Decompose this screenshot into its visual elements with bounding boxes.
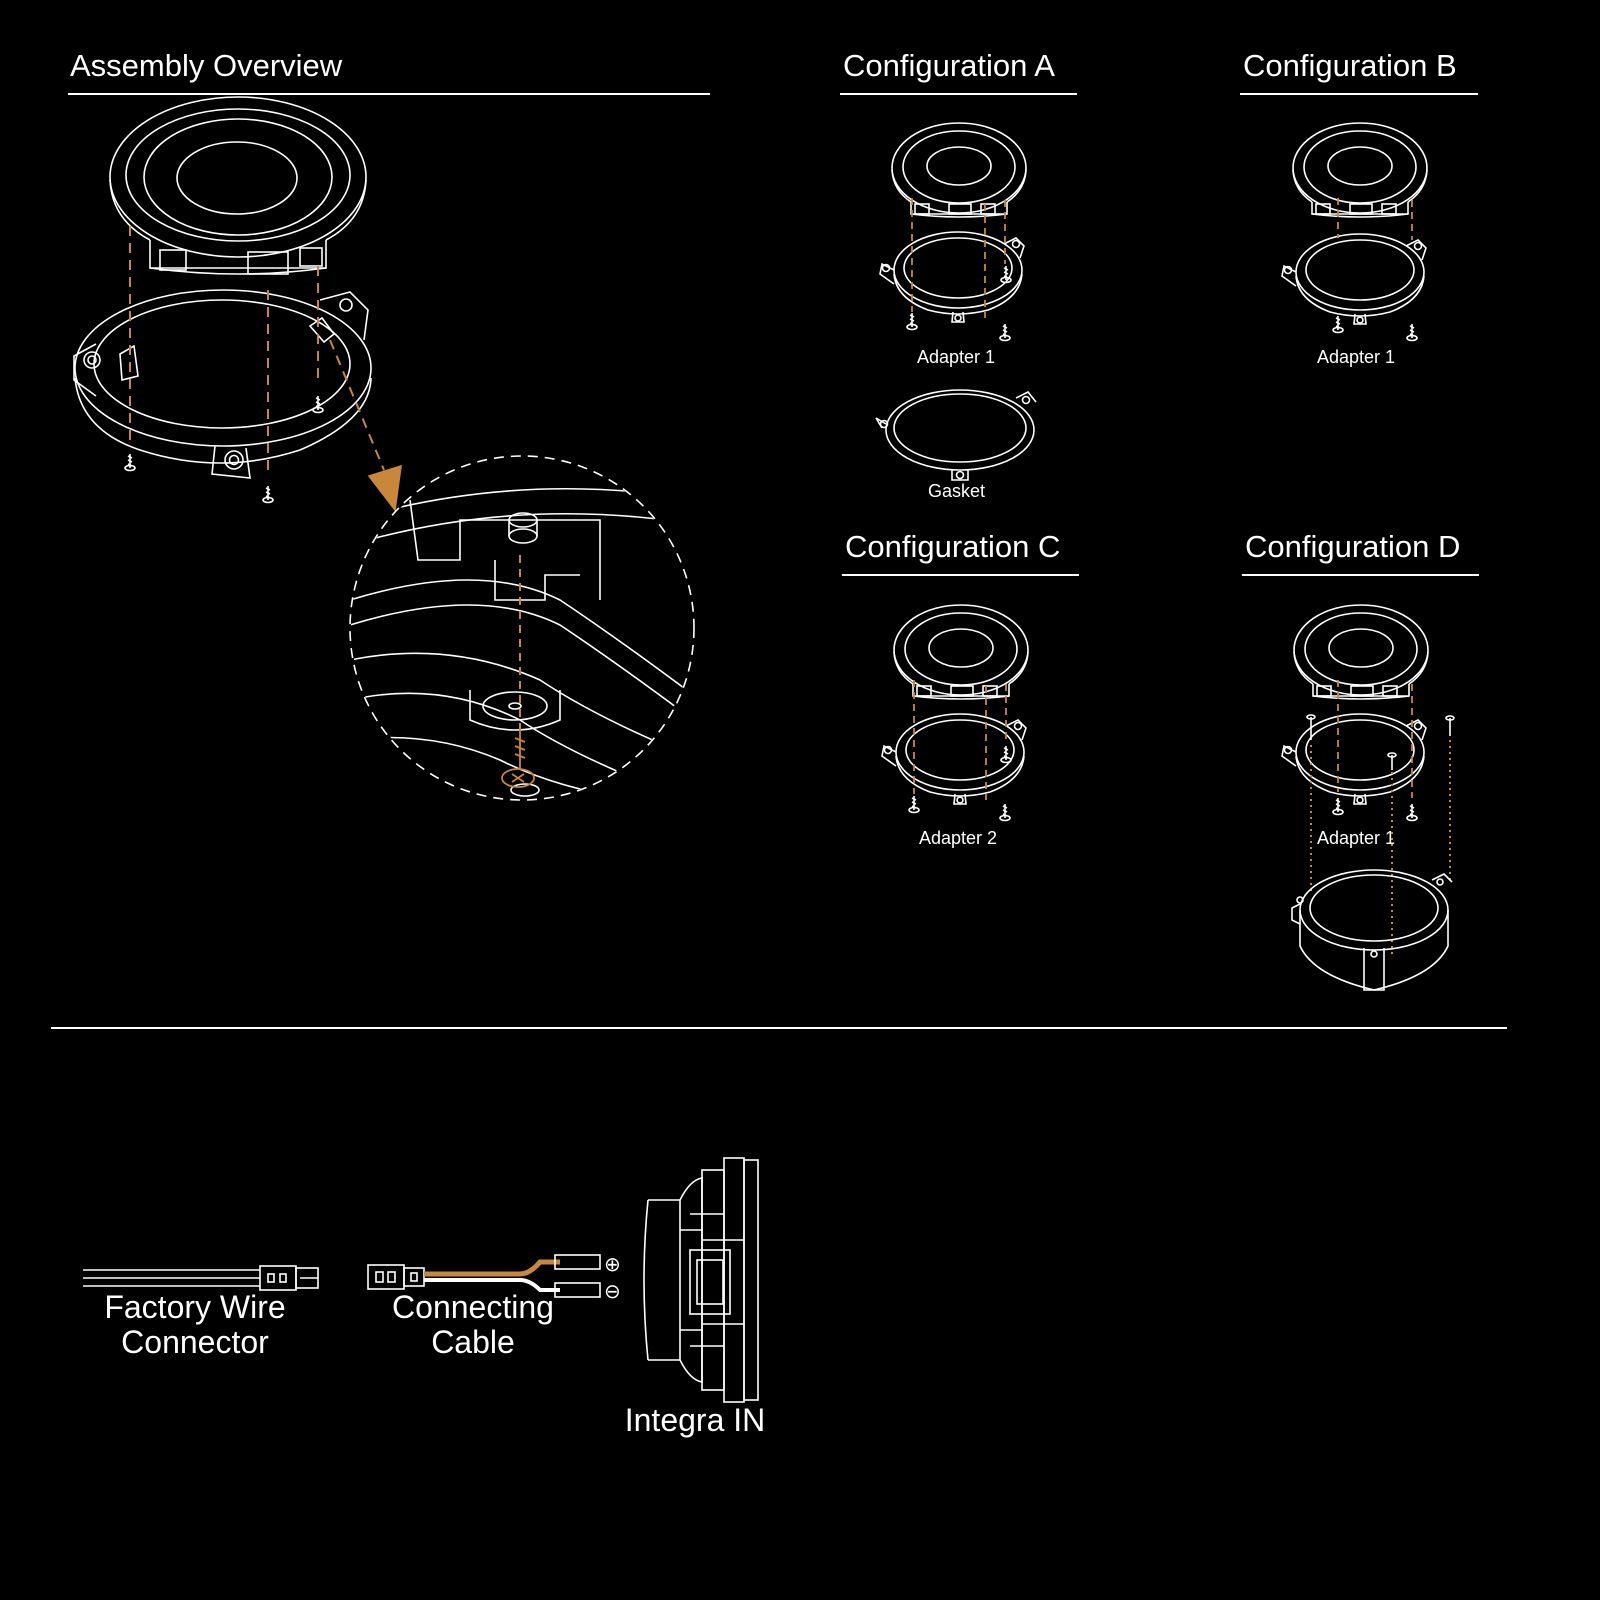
config-d-spacer <box>1291 869 1453 991</box>
config-a-title-rule <box>840 93 1077 95</box>
config-a-alignment-lines <box>911 198 1006 318</box>
config-c-adapter <box>881 713 1027 805</box>
overview-alignment-lines <box>129 226 385 472</box>
config-d-title: Configuration D <box>1245 529 1461 564</box>
config-c-adapter-label: Adapter 2 <box>919 828 998 848</box>
config-b-adapter-label: Adapter 1 <box>1317 347 1396 367</box>
factory-wire-connector <box>83 1265 319 1291</box>
integra-in-speaker-side-view <box>643 1157 759 1403</box>
config-a-gasket-label: Gasket <box>928 481 986 501</box>
config-c-alignment-lines <box>913 680 1007 800</box>
config-d-alignment-lines <box>1337 680 1413 798</box>
config-b-alignment-lines <box>1337 198 1413 240</box>
connecting-cable-label-line2: Cable <box>431 1324 515 1361</box>
overview-adapter-ring <box>73 289 372 479</box>
detail-zoom-circle <box>349 455 695 801</box>
overview-speaker <box>109 96 367 275</box>
config-d-pins <box>1306 714 1455 770</box>
config-a-adapter-label: Adapter 1 <box>917 347 996 367</box>
config-b-speaker <box>1292 122 1428 218</box>
connecting-cable <box>367 1254 601 1298</box>
config-b-title: Configuration B <box>1243 48 1457 83</box>
config-d-dotted-lines <box>1310 740 1451 955</box>
overview-title-rule <box>68 93 710 95</box>
config-a-adapter <box>879 231 1025 323</box>
speaker-model-label: Integra IN <box>624 1402 766 1438</box>
config-a-screws <box>906 265 1012 342</box>
config-d-adapter <box>1281 713 1427 805</box>
section-divider <box>51 1027 1507 1029</box>
positive-terminal-symbol: ⊕ <box>604 1252 621 1276</box>
config-d-speaker <box>1293 604 1429 700</box>
connecting-cable-label: Connecting Cable <box>378 1289 568 1361</box>
config-d-title-rule <box>1242 574 1479 576</box>
overview-screws <box>124 395 324 504</box>
config-b-screws <box>1332 315 1418 342</box>
config-c-title: Configuration C <box>845 529 1061 564</box>
config-b-adapter <box>1281 233 1427 325</box>
detail-arrow-head <box>367 464 402 513</box>
factory-connector-label: Factory Wire Connector <box>95 1289 295 1361</box>
factory-connector-label-line2: Connector <box>121 1324 269 1361</box>
connecting-cable-label-line1: Connecting <box>392 1289 554 1325</box>
overview-title: Assembly Overview <box>70 48 343 83</box>
negative-terminal-symbol: ⊖ <box>604 1279 621 1303</box>
config-a-title: Configuration A <box>843 48 1055 83</box>
config-d-adapter-label: Adapter 1 <box>1317 828 1396 848</box>
config-d-screws <box>1332 797 1418 822</box>
config-b-title-rule <box>1240 93 1478 95</box>
config-c-title-rule <box>842 574 1079 576</box>
factory-connector-label-line1: Factory Wire <box>104 1289 286 1325</box>
config-a-gasket <box>875 389 1037 481</box>
